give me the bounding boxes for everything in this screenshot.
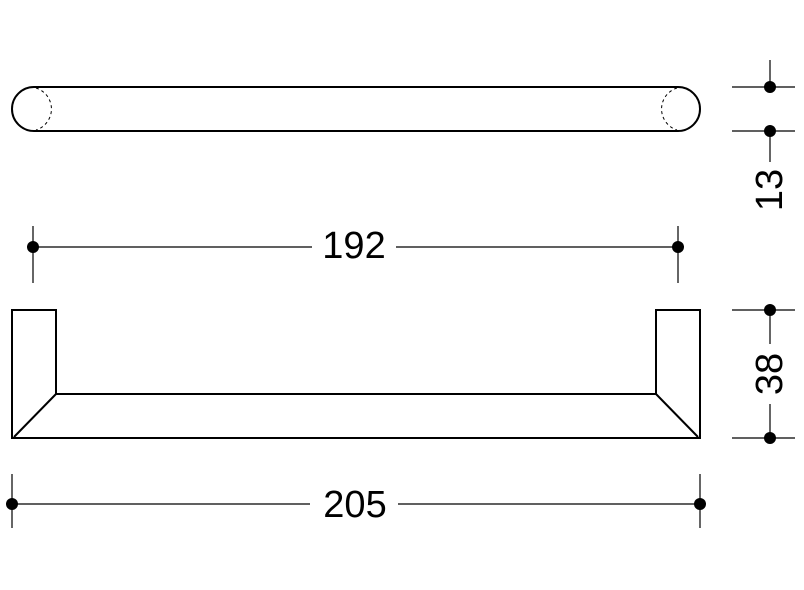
inner-length-label: 192 bbox=[322, 225, 385, 267]
left-hidden-line bbox=[35, 87, 52, 131]
overall-length-dimension: 205 bbox=[6, 474, 706, 528]
front-view bbox=[11, 309, 701, 439]
dimension-dot bbox=[764, 125, 776, 137]
right-hidden-line bbox=[661, 87, 678, 131]
diameter-dimension: 13 bbox=[732, 60, 795, 211]
dimension-dot bbox=[672, 241, 684, 253]
dimension-dot bbox=[694, 498, 706, 510]
right-bevel-line bbox=[655, 393, 699, 438]
diameter-label: 13 bbox=[749, 169, 791, 211]
dimension-dot bbox=[764, 432, 776, 444]
dimension-dot bbox=[6, 498, 18, 510]
height-dimension: 38 bbox=[732, 304, 795, 444]
overall-length-label: 205 bbox=[323, 484, 386, 526]
dimension-dot bbox=[764, 304, 776, 316]
top-view bbox=[11, 86, 701, 132]
handle-outline bbox=[11, 309, 701, 439]
bar-outline bbox=[11, 86, 701, 132]
dimension-dot bbox=[27, 241, 39, 253]
inner-length-dimension: 192 bbox=[27, 225, 684, 283]
left-bevel-line bbox=[13, 393, 57, 438]
dimension-dot bbox=[764, 81, 776, 93]
height-label: 38 bbox=[749, 353, 791, 395]
